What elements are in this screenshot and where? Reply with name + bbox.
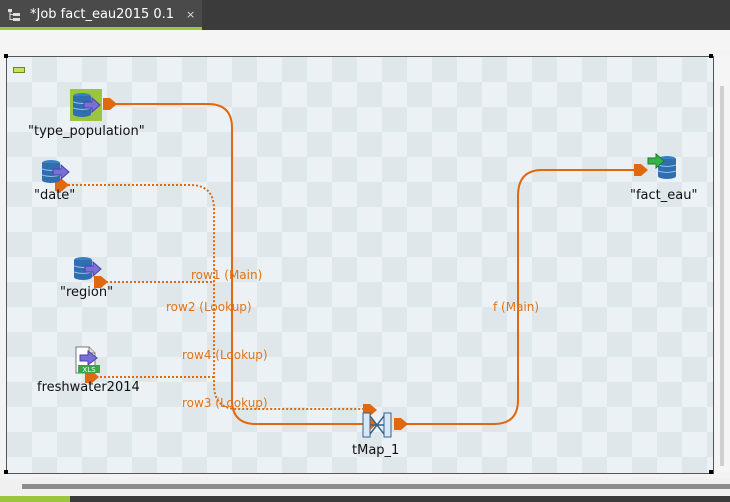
label-tmap: tMap_1: [352, 443, 400, 458]
job-icon: [8, 9, 20, 21]
close-tab-icon[interactable]: ×: [186, 8, 196, 21]
editor-tab-bar: *Job fact_eau2015 0.1 ×: [0, 0, 730, 30]
label-type-population: "type_population": [28, 124, 145, 139]
arrow-out-tmap[interactable]: [394, 418, 408, 430]
resize-handle-bl[interactable]: [4, 470, 8, 474]
arrow-out-region[interactable]: [94, 276, 108, 288]
xls-badge: XLS: [82, 366, 96, 374]
component-freshwater2014[interactable]: XLS: [72, 346, 104, 376]
vertical-scroll-thumb[interactable]: [720, 86, 724, 466]
vertical-scrollbar[interactable]: [715, 56, 730, 472]
database-output-icon: [647, 152, 677, 179]
arrow-out-freshwater[interactable]: [85, 371, 99, 383]
tmap-icon: [362, 412, 392, 438]
horizontal-scroll-thumb[interactable]: [22, 484, 730, 489]
component-region[interactable]: [72, 255, 104, 283]
database-icon: [41, 160, 70, 183]
component-type-population[interactable]: [70, 89, 102, 121]
database-icon: [72, 93, 101, 117]
database-icon: [73, 257, 102, 280]
tab-title: *Job fact_eau2015 0.1: [30, 7, 175, 22]
bottom-status-bar: [0, 496, 730, 502]
label-freshwater2014: freshwater2014: [37, 380, 140, 395]
resize-handle-br[interactable]: [709, 470, 713, 474]
resize-handle-tr[interactable]: [709, 54, 713, 58]
excel-file-icon: XLS: [75, 346, 100, 374]
label-row3[interactable]: row3 (Lookup): [182, 396, 268, 410]
toolbar-strip: [0, 30, 730, 50]
label-date: "date": [34, 188, 76, 203]
arrow-out-type-population[interactable]: [103, 98, 117, 110]
arrow-in-fact-eau[interactable]: [634, 164, 648, 176]
designer-canvas[interactable]: [6, 56, 714, 474]
label-row1[interactable]: row1 (Main): [191, 268, 263, 282]
status-accent: [0, 496, 70, 502]
component-tmap[interactable]: [361, 410, 393, 440]
link-row1[interactable]: [116, 103, 363, 425]
label-region: "region": [60, 285, 114, 300]
component-date[interactable]: [40, 158, 72, 186]
link-f[interactable]: [398, 169, 636, 425]
resize-handle-tl[interactable]: [4, 54, 8, 58]
label-row4[interactable]: row4 (Lookup): [182, 348, 268, 362]
arrow-out-date[interactable]: [55, 179, 69, 191]
label-fact-eau: "fact_eau": [630, 188, 698, 203]
minimize-icon[interactable]: [13, 67, 25, 73]
link-row2[interactable]: [68, 184, 363, 410]
label-f[interactable]: f (Main): [493, 300, 540, 314]
horizontal-scrollbar[interactable]: [0, 478, 730, 502]
label-row2[interactable]: row2 (Lookup): [166, 300, 252, 314]
component-fact-eau[interactable]: [647, 152, 679, 182]
tab-job[interactable]: *Job fact_eau2015 0.1 ×: [0, 0, 202, 30]
